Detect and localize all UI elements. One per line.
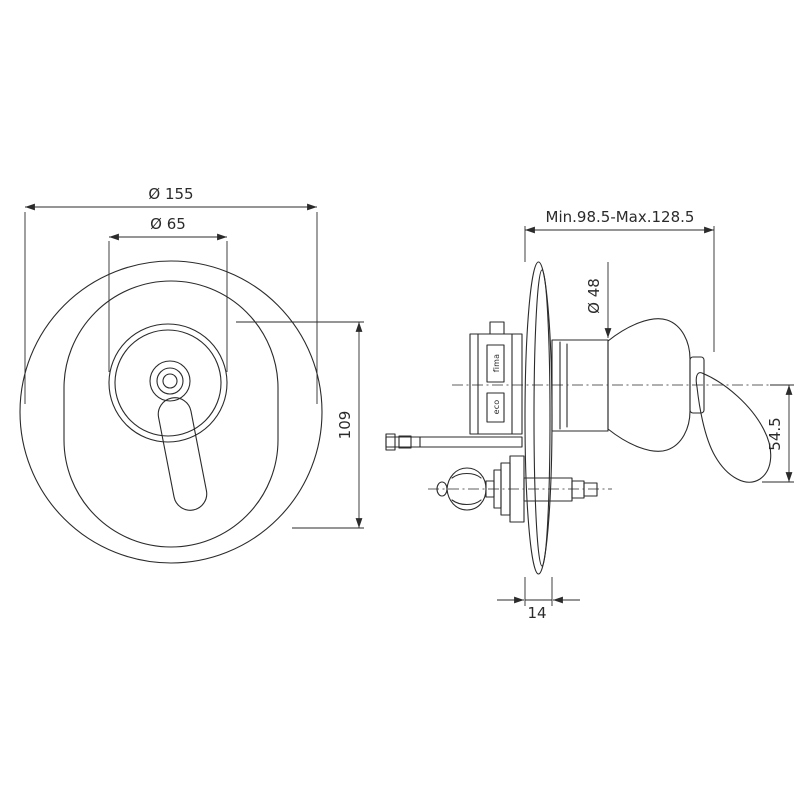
dim-lever-drop: 54.5	[762, 384, 794, 483]
rail-bar	[385, 436, 523, 448]
dim-label-handle-base-diameter: Ø 48	[585, 278, 603, 314]
trim-ring-outer	[108, 323, 228, 443]
valve-body: fima eco	[469, 321, 523, 435]
eco-plate	[486, 392, 505, 423]
dim-plate-thickness: 14	[497, 577, 580, 622]
dim-trim-diameter: Ø 65	[108, 215, 228, 372]
trim-ring-inner	[114, 329, 222, 437]
handle-hub-outer	[149, 360, 191, 402]
diverter-assembly	[428, 455, 612, 523]
handle-hub-mid	[156, 367, 184, 395]
diverter-knob-detail	[451, 472, 482, 479]
dim-height: 109	[236, 321, 364, 529]
diverter-nipple-end	[583, 482, 598, 497]
dim-label-lever-drop: 54.5	[766, 417, 784, 450]
handle-cap	[689, 356, 705, 414]
dim-label-outer-diameter: Ø 155	[148, 185, 193, 203]
diverter-knob-detail	[451, 499, 482, 506]
handle-assembly	[551, 318, 772, 483]
mounting-rail	[385, 433, 523, 451]
rail-end-fitting	[385, 433, 396, 451]
dim-label-trim-diameter: Ø 65	[150, 215, 186, 233]
side-view: fima eco	[385, 261, 778, 575]
brand-plate	[486, 344, 505, 383]
brand-marking: fima	[492, 354, 501, 373]
rail-fitting	[398, 435, 412, 449]
eco-marking: eco	[492, 400, 501, 415]
lever-handle-front	[157, 397, 208, 511]
diverter-nipple	[571, 480, 585, 499]
lever-handle-side	[695, 372, 772, 483]
escutcheon-outer-circle	[19, 260, 323, 564]
diverter-pipe	[523, 477, 573, 502]
dim-depth-range: Min.98.5-Max.128.5	[524, 208, 715, 352]
dim-label-plate-thickness: 14	[527, 604, 546, 622]
handle-hub-center	[162, 373, 178, 389]
valve-body-top-tab	[489, 321, 505, 335]
plate-face-curve	[533, 269, 551, 567]
dim-label-height: 109	[336, 411, 354, 440]
front-view	[19, 260, 323, 564]
escutcheon-obround	[63, 280, 279, 548]
dim-handle-base-diameter: Ø 48	[585, 262, 612, 338]
dim-label-depth-range: Min.98.5-Max.128.5	[546, 208, 695, 226]
dim-outer-diameter: Ø 155	[24, 185, 318, 404]
